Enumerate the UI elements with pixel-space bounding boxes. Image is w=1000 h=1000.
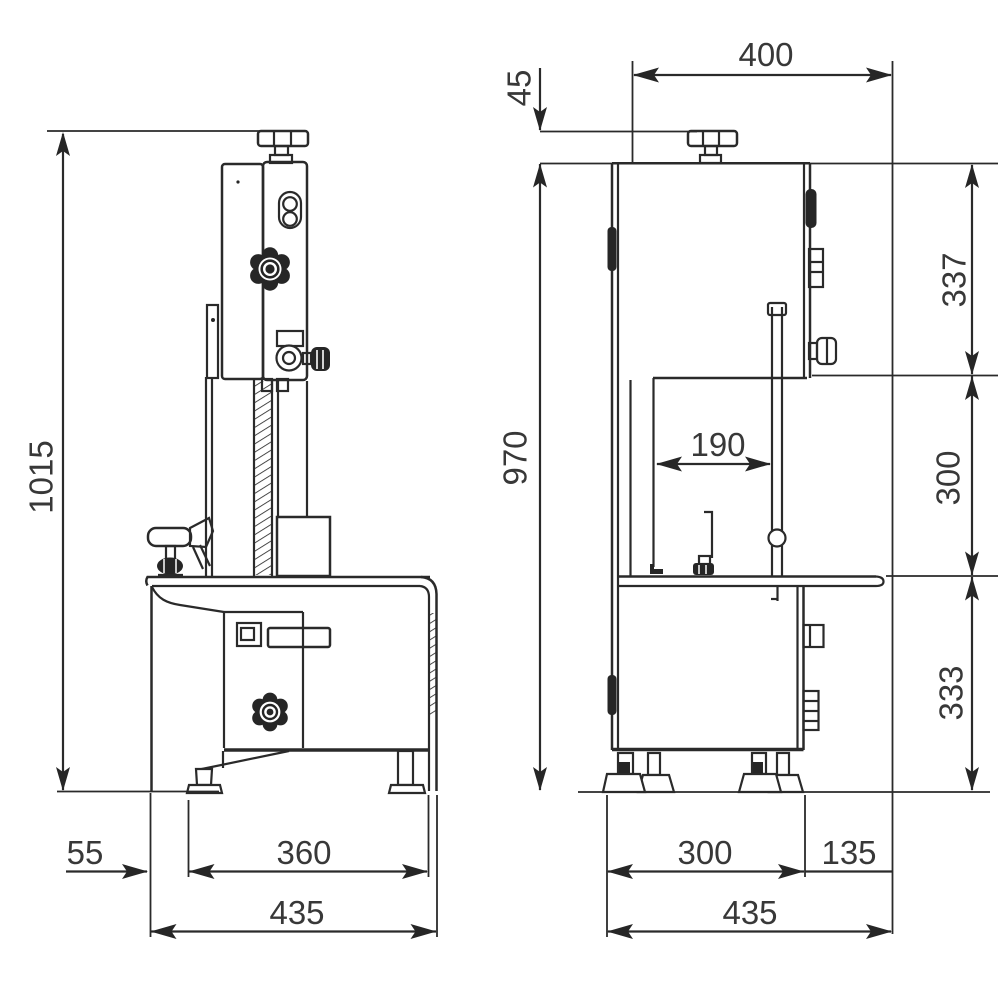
dim-side-knob-height: 45 (501, 70, 538, 107)
side-throat-area (629, 301, 788, 601)
dim-side-rear-overhang: 135 (821, 834, 876, 871)
front-guide-assembly (275, 329, 330, 372)
front-feed-handle (146, 516, 215, 577)
side-base-cabinet (601, 586, 825, 794)
side-front-right-foot (737, 772, 783, 794)
front-right-foot (396, 749, 415, 787)
front-top-knob (256, 129, 310, 165)
door-handle-bar (266, 626, 332, 649)
front-dimensions: 1015 55 360 435 (23, 130, 438, 939)
lower-guide-block (275, 515, 332, 578)
side-front-left-foot (601, 772, 647, 794)
edge-hatching (429, 613, 436, 717)
rear-hinge-icon (805, 189, 817, 228)
dim-side-body-height: 970 (497, 430, 534, 485)
front-star-knob-icon (250, 247, 290, 291)
cabinet-hinge-icon (607, 675, 617, 715)
dim-side-throat-depth: 190 (690, 426, 745, 463)
door-hinge-icon (607, 227, 617, 271)
dim-side-overall-depth: 435 (722, 894, 777, 931)
dim-side-lower-section: 333 (933, 665, 970, 720)
switch-box (802, 623, 825, 649)
dim-side-cut-height: 300 (930, 450, 967, 505)
front-blade-and-posts (204, 377, 332, 578)
blade-hatching (255, 381, 271, 575)
front-table (145, 575, 438, 791)
dim-front-overall-height: 1015 (23, 440, 60, 513)
dim-front-table-width: 435 (269, 894, 324, 931)
door-star-knob-icon (252, 692, 288, 732)
dim-side-base-depth: 300 (677, 834, 732, 871)
tension-adjuster (807, 247, 825, 289)
side-knob (815, 336, 838, 366)
guard-adjust-knob (767, 528, 787, 548)
front-base-cabinet (150, 586, 428, 795)
side-view-drawing: 400 45 970 337 300 333 (497, 36, 998, 939)
pusher-rod (704, 510, 714, 558)
dim-side-upper-section: 337 (936, 252, 973, 307)
dim-front-base-width: 360 (276, 834, 331, 871)
dim-side-upper-width: 400 (738, 36, 793, 73)
dim-front-left-overhang: 55 (67, 834, 104, 871)
front-view-drawing: 1015 55 360 435 (23, 129, 438, 939)
side-table (619, 575, 885, 588)
front-left-foot (194, 767, 214, 787)
side-dimensions: 400 45 970 337 300 333 (497, 36, 998, 939)
side-top-knob (686, 129, 739, 165)
